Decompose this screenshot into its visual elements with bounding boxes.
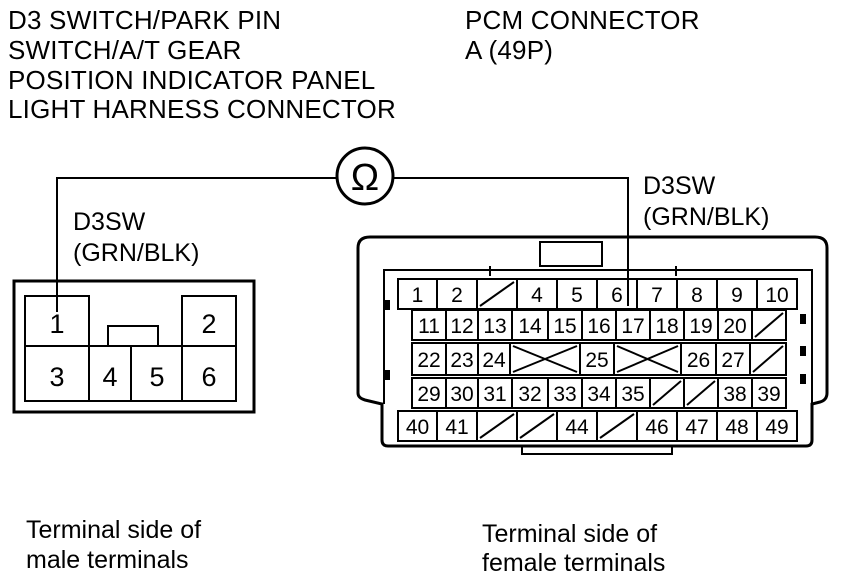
left-probe-wire-color: (GRN/BLK) <box>73 239 200 267</box>
pcm-terminal-label: 41 <box>445 416 468 439</box>
unused-terminal-mark <box>686 380 716 406</box>
pcm-terminal-label: 4 <box>531 284 543 307</box>
pcm-terminal-label: 48 <box>725 416 748 439</box>
pcm-terminal-label: 31 <box>483 383 506 406</box>
left-title-line-2: SWITCH/A/T GEAR <box>8 35 242 65</box>
male-connector-housing <box>12 279 256 414</box>
left-title-line-3: POSITION INDICATOR PANEL <box>8 65 376 95</box>
pcm-top-key <box>539 241 603 267</box>
pcm-terminal-label: 9 <box>731 284 743 307</box>
pcm-terminal-label: 49 <box>765 416 788 439</box>
pcm-terminal-cell <box>756 410 798 442</box>
pcm-terminal-label: 30 <box>450 383 473 406</box>
pcm-terminal-label: 15 <box>553 315 576 338</box>
unused-terminal-mark <box>519 413 555 439</box>
male-terminal-label: 2 <box>201 309 216 339</box>
pcm-terminal-label: 40 <box>406 416 429 439</box>
pcm-terminal-label: 7 <box>651 284 663 307</box>
pcm-terminal-label: 20 <box>723 315 746 338</box>
ohm-icon: Ω <box>351 157 379 199</box>
pcm-bottom-key <box>521 445 673 455</box>
pcm-terminal-label: 19 <box>689 315 712 338</box>
pcm-terminal-label: 5 <box>571 284 583 307</box>
pcm-terminal-label: 47 <box>685 416 708 439</box>
male-connector <box>12 279 256 414</box>
male-terminal-label: 3 <box>49 362 64 392</box>
pcm-inner-shroud <box>383 269 813 404</box>
unused-terminal-mark <box>752 345 784 373</box>
pcm-terminal-label: 2 <box>451 284 463 307</box>
unused-terminal-mark <box>479 281 515 307</box>
pcm-terminal-label: 38 <box>723 383 746 406</box>
female-caption-line-2: female terminals <box>482 549 666 577</box>
pcm-terminal-label: 34 <box>587 383 611 406</box>
pcm-terminal-label: 17 <box>621 315 644 338</box>
right-title-line-2: A (49P) <box>465 35 554 65</box>
unused-terminal-mark <box>479 413 515 439</box>
left-probe-wire-name: D3SW <box>73 208 146 236</box>
pcm-terminal-label: 12 <box>450 315 473 338</box>
right-probe-wire-color: (GRN/BLK) <box>643 203 770 231</box>
pcm-terminal-label: 1 <box>412 284 424 307</box>
pcm-terminal-label: 46 <box>645 416 668 439</box>
pcm-terminal-label: 44 <box>565 416 589 439</box>
male-terminal-label: 1 <box>49 309 64 339</box>
female-caption-line-1: Terminal side of <box>482 520 658 548</box>
unused-terminal-mark <box>616 345 679 373</box>
male-latch <box>107 325 159 347</box>
pcm-terminal-label: 10 <box>765 284 788 307</box>
unused-terminal-mark <box>599 413 635 439</box>
male-terminal-label: 5 <box>149 362 164 392</box>
pcm-terminal-label: 11 <box>418 315 440 338</box>
male-terminal-label: 4 <box>102 362 117 392</box>
pcm-terminal-label: 27 <box>721 349 744 372</box>
pcm-connector <box>356 235 829 455</box>
pcm-terminal-label: 22 <box>417 349 440 372</box>
pcm-terminal-label: 8 <box>691 284 703 307</box>
unused-terminal-mark <box>512 345 578 373</box>
pcm-terminal-label: 35 <box>621 383 644 406</box>
pcm-terminal-label: 33 <box>553 383 576 406</box>
left-title-line-1: D3 SWITCH/PARK PIN <box>8 5 282 35</box>
pcm-terminal-label: 18 <box>655 315 678 338</box>
pcm-terminal-cell <box>751 377 787 409</box>
right-probe-wire-name: D3SW <box>643 172 716 200</box>
probe-wire <box>56 177 629 312</box>
ohmmeter-circle <box>335 146 395 206</box>
right-title-line-1: PCM CONNECTOR <box>465 5 700 35</box>
pcm-terminal-cell <box>749 342 787 376</box>
pcm-terminal-label: 26 <box>687 349 710 372</box>
pcm-terminal-label: 16 <box>587 315 610 338</box>
male-terminal-label: 6 <box>201 362 216 392</box>
pcm-terminal-label: 14 <box>518 315 542 338</box>
unused-terminal-mark <box>652 380 682 406</box>
ohmmeter: Ω <box>335 146 395 206</box>
pcm-terminal-cell <box>751 309 787 341</box>
pcm-terminal-label: 39 <box>757 383 780 406</box>
pcm-terminal-label: 25 <box>585 349 608 372</box>
male-caption-line-2: male terminals <box>26 546 189 574</box>
pcm-terminal-label: 6 <box>611 284 623 307</box>
pcm-terminal-label: 32 <box>518 383 541 406</box>
left-title-line-4: LIGHT HARNESS CONNECTOR <box>8 94 396 124</box>
pcm-terminal-label: 13 <box>483 315 506 338</box>
pcm-terminal-label: 29 <box>417 383 440 406</box>
male-caption-line-1: Terminal side of <box>26 516 202 544</box>
pcm-terminal-label: 24 <box>482 349 506 372</box>
unused-terminal-mark <box>754 312 784 338</box>
pcm-terminal-label: 23 <box>450 349 473 372</box>
